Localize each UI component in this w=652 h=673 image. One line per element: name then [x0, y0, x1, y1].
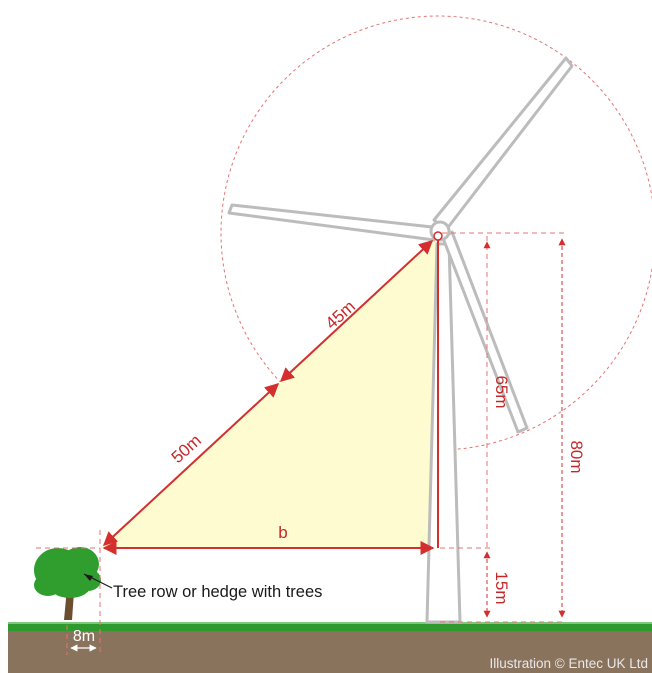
tree-icon — [34, 547, 101, 620]
label-8m: 8m — [73, 628, 95, 645]
dimension-lines — [102, 240, 439, 555]
blade-upper-right — [432, 56, 574, 232]
blade-left — [227, 203, 436, 242]
soil — [8, 630, 652, 673]
dimension-guides — [36, 232, 566, 655]
hypotenuse-lower — [102, 383, 280, 546]
label-15m: 15m — [492, 571, 511, 604]
credit-line: Illustration © Entec UK Ltd — [489, 656, 648, 671]
label-80m: 80m — [567, 440, 586, 473]
rotor-sweep-circle — [220, 15, 652, 451]
hub-pivot-point — [433, 231, 443, 241]
tree-caption: Tree row or hedge with trees — [113, 583, 322, 601]
grass-strip — [8, 622, 652, 631]
blade-lower-right — [441, 230, 529, 434]
hypotenuse-upper — [279, 240, 434, 382]
grass-highlight — [8, 622, 652, 624]
label-65m: 65m — [492, 375, 511, 408]
label-b: b — [278, 523, 287, 542]
